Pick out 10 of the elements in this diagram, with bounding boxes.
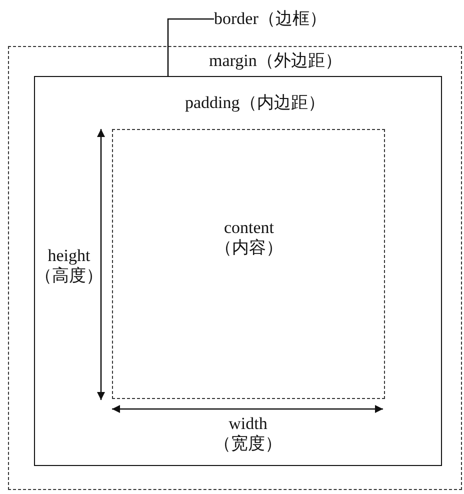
area-label: margin（外边距） bbox=[209, 51, 342, 71]
callout-text: border（边框） bbox=[214, 9, 326, 29]
area-label: content （内容） bbox=[214, 218, 284, 258]
margin-area bbox=[8, 46, 462, 490]
area-label: padding（内边距） bbox=[185, 93, 325, 113]
dimension-label: height （高度） bbox=[34, 246, 104, 286]
dimension-label: width （宽度） bbox=[213, 414, 283, 454]
content-box bbox=[112, 129, 385, 399]
leader-line bbox=[167, 18, 214, 76]
border-box bbox=[34, 76, 442, 466]
